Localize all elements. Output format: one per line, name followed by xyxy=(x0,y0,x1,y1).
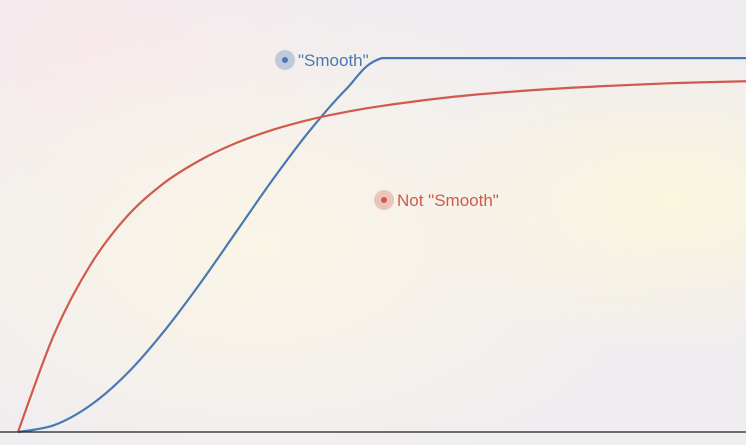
series-label-smooth: "Smooth" xyxy=(275,50,369,70)
series-line-smooth xyxy=(17,57,746,434)
series-label-not-smooth: Not "Smooth" xyxy=(374,190,499,210)
series-line-not-smooth xyxy=(16,80,746,433)
series-layer xyxy=(16,57,746,434)
series-label-text: "Smooth" xyxy=(298,51,369,70)
series-marker-dot xyxy=(282,57,288,63)
series-marker-dot xyxy=(381,197,387,203)
series-label-text: Not "Smooth" xyxy=(397,191,499,210)
series-labels: "Smooth" Not "Smooth" xyxy=(275,50,499,210)
